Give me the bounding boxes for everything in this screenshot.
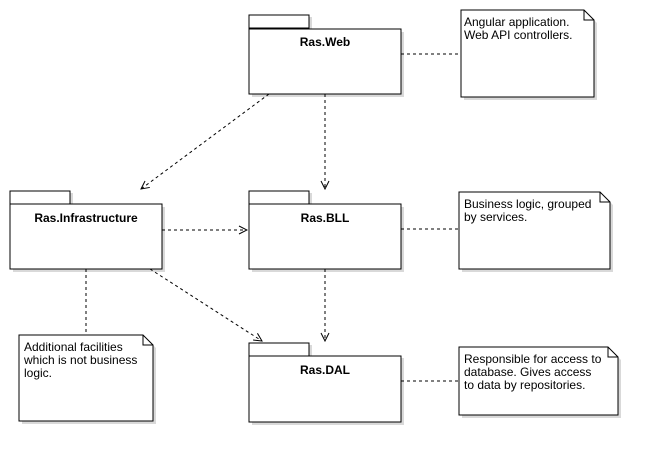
package-ras-dal-name: Ras.DAL xyxy=(300,363,350,377)
note-bll-line-2: by services. xyxy=(464,210,527,224)
package-ras-bll[interactable]: Ras.BLL xyxy=(248,190,404,272)
note-infrastructure-line-3: logic. xyxy=(24,366,52,380)
note-bll[interactable]: Business logic, grouped by services. xyxy=(458,191,613,272)
note-infrastructure-line-1: Additional facilities xyxy=(24,340,123,354)
note-web-line-2: Web API controllers. xyxy=(464,28,573,42)
dependency-infrastructure-to-dal[interactable] xyxy=(149,268,262,341)
dependency-web-to-infrastructure[interactable] xyxy=(141,93,270,189)
note-dal-line-2: database. Gives access xyxy=(464,365,591,379)
note-web[interactable]: Angular application. Web API controllers… xyxy=(460,9,597,100)
package-ras-web-name: Ras.Web xyxy=(300,35,350,49)
note-dal[interactable]: Responsible for access to database. Give… xyxy=(458,346,621,418)
package-ras-dal[interactable]: Ras.DAL xyxy=(248,342,404,425)
package-ras-web[interactable]: Ras.Web xyxy=(248,14,404,97)
note-web-line-1: Angular application. xyxy=(464,15,569,29)
package-ras-infrastructure[interactable]: Ras.Infrastructure xyxy=(9,190,165,272)
package-ras-bll-name: Ras.BLL xyxy=(301,211,350,225)
note-bll-line-1: Business logic, grouped xyxy=(464,197,591,211)
note-infrastructure[interactable]: Additional facilities which is not busin… xyxy=(18,334,156,424)
note-dal-line-1: Responsible for access to xyxy=(464,352,602,366)
note-infrastructure-line-2: which is not business xyxy=(23,353,137,367)
package-ras-infrastructure-name: Ras.Infrastructure xyxy=(34,211,138,225)
note-dal-line-3: to data by repositories. xyxy=(464,378,585,392)
